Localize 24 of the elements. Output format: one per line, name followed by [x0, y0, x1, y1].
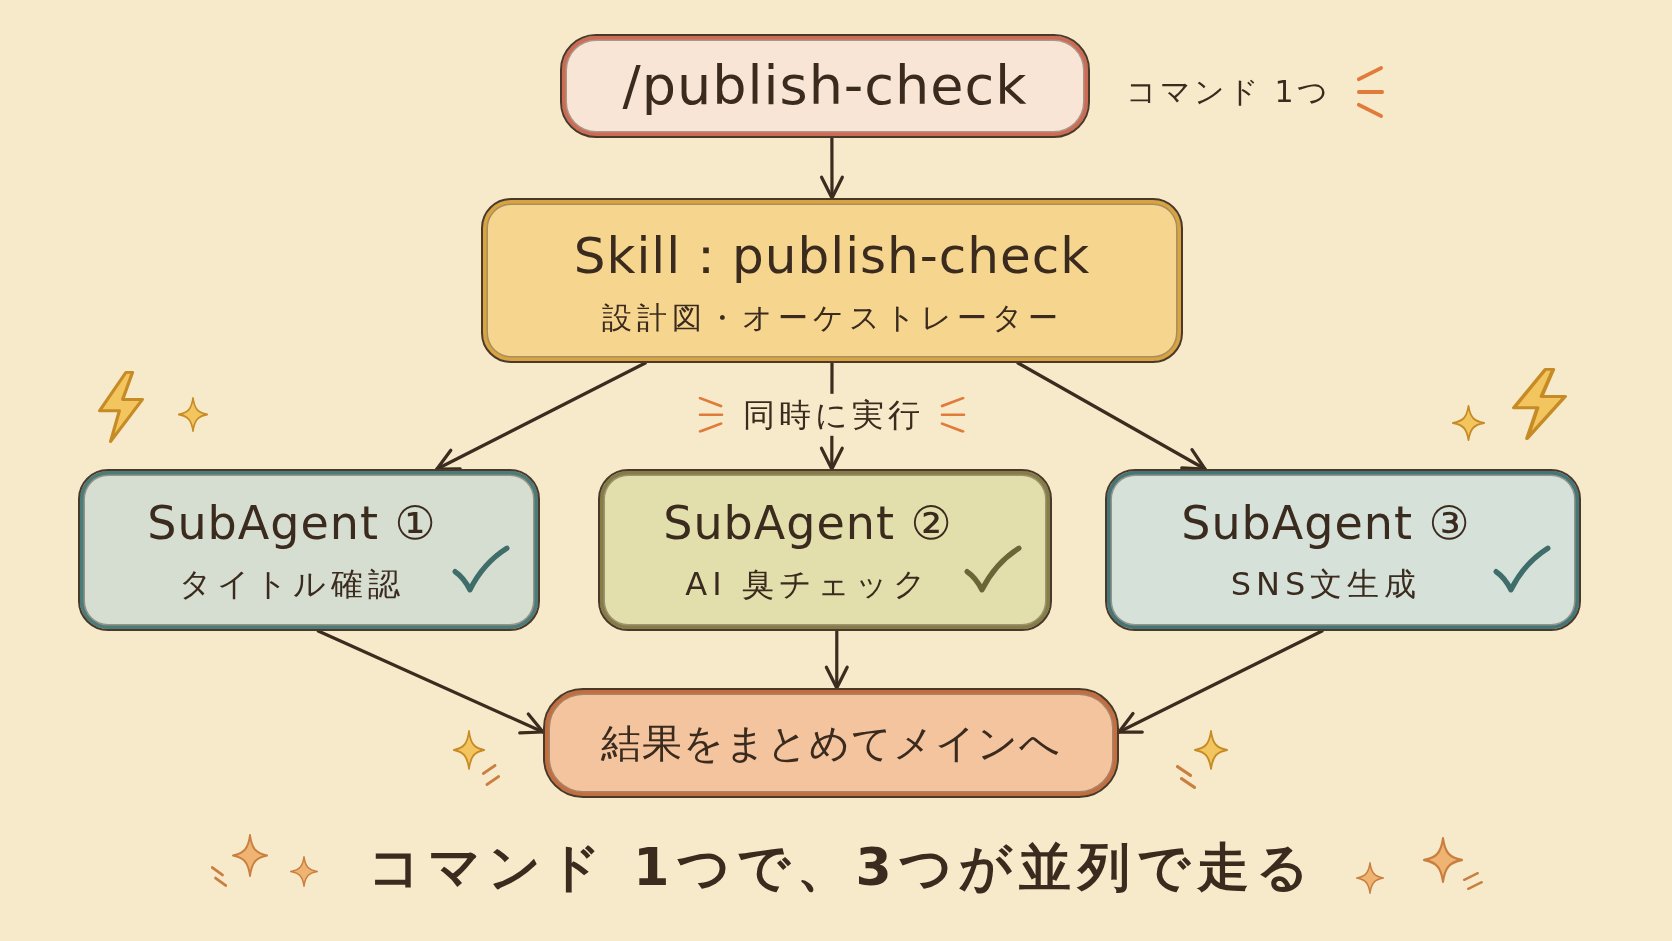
node-subtitle: 設計図・オーケストレーター	[601, 299, 1063, 336]
side-note: コマンド 1つ	[1126, 74, 1331, 110]
arrow	[1016, 361, 1207, 471]
arrow	[435, 361, 647, 471]
skill-box	[481, 198, 1183, 363]
arrow	[819, 136, 844, 200]
arrow	[1117, 629, 1324, 734]
node-title: SubAgent ②	[663, 496, 953, 552]
node-subtitle: タイトル確認	[179, 565, 405, 604]
caption: コマンド 1つで、3つが並列で走る	[368, 836, 1316, 899]
agent-box	[1105, 469, 1581, 631]
node-title: SubAgent ③	[1181, 496, 1471, 552]
agent-box	[78, 469, 540, 631]
node-title: SubAgent ①	[147, 496, 437, 552]
node-subtitle: SNS文生成	[1230, 565, 1422, 604]
node-title: /publish-check	[622, 53, 1028, 119]
result-box	[543, 688, 1119, 798]
command-box	[560, 34, 1090, 138]
arrow	[316, 629, 545, 735]
node-subtitle: AI 臭チェック	[685, 565, 931, 604]
arrow	[824, 629, 849, 690]
agent-box	[598, 469, 1052, 631]
node-title: Skill：publish-check	[573, 225, 1091, 286]
node-title: 結果をまとめてメインへ	[601, 719, 1061, 767]
